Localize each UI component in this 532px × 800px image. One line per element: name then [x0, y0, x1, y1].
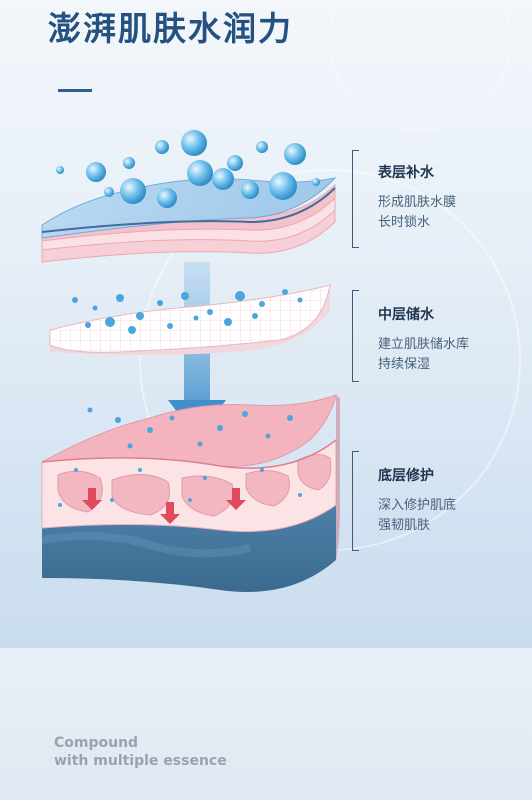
footer-line-2: with multiple essence	[54, 753, 227, 769]
middle-dots	[72, 289, 303, 334]
base-layer-graphic	[41, 394, 340, 592]
water-bubbles	[56, 130, 320, 208]
base-dots	[58, 407, 302, 507]
footer-panel: Compound with multiple essence	[0, 648, 532, 800]
layer-desc-line: 形成肌肤水膜	[378, 195, 457, 210]
base-bracket	[352, 451, 359, 551]
hero-panel: 澎湃肌肤水润力	[0, 0, 532, 648]
footer-line-1: Compound	[54, 735, 139, 751]
middle-layer-label: 中层储水 建立肌肤储水库 持续保湿	[378, 304, 469, 375]
title-underline	[58, 89, 92, 92]
layer-desc-line: 建立肌肤储水库	[378, 337, 470, 352]
surface-bracket	[352, 150, 359, 248]
layer-desc-line: 长时锁水	[378, 215, 431, 230]
layer-desc-line: 持续保湿	[378, 357, 431, 372]
layer-title: 中层储水	[378, 307, 434, 323]
layer-title: 底层修护	[378, 468, 434, 484]
base-layer-label: 底层修护 深入修护肌底 强韧肌肤	[378, 465, 456, 536]
skin-layers-illustration	[41, 0, 521, 592]
decor-circle-small	[329, 0, 511, 131]
layer-desc-line: 深入修护肌底	[378, 498, 457, 513]
layer-desc-line: 强韧肌肤	[378, 518, 431, 533]
layer-title: 表层补水	[378, 165, 434, 181]
middle-bracket	[352, 290, 359, 382]
repair-arrows	[82, 488, 246, 524]
surface-layer-label: 表层补水 形成肌肤水膜 长时锁水	[378, 162, 456, 233]
page-title: 澎湃肌肤水润力	[48, 9, 293, 48]
surface-layer-graphic	[41, 177, 337, 263]
